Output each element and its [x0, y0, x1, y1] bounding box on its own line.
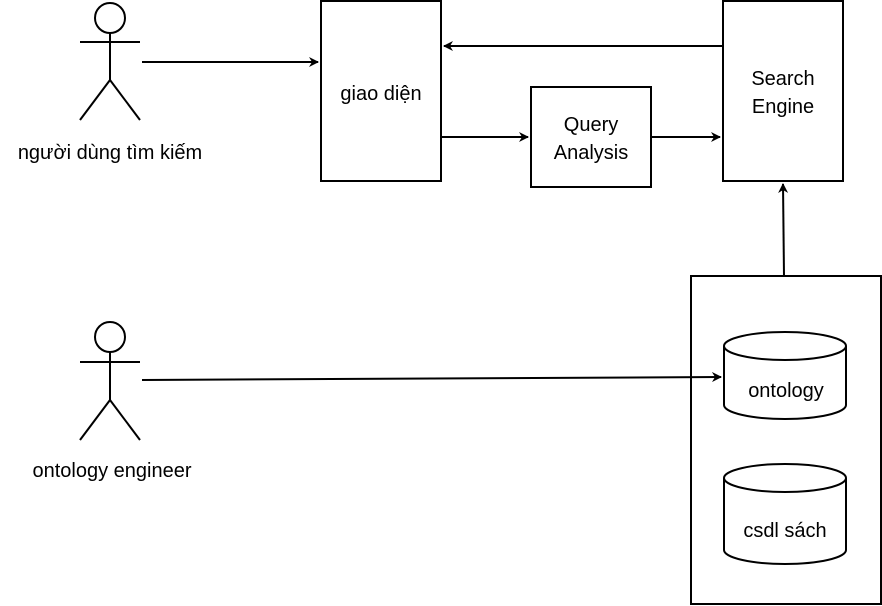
search-engine-box [722, 0, 844, 182]
searcher-actor [79, 2, 141, 121]
query-analysis-box [530, 86, 652, 188]
engineer-actor-right-leg [109, 399, 141, 441]
searcher-actor-head [94, 2, 126, 34]
ontology-database [723, 331, 847, 420]
books-database-label: csdl sách [743, 520, 826, 542]
engineer-actor-left-leg [79, 399, 111, 441]
arrow-engineer-to-ontology [141, 372, 722, 383]
ui-label: giao diện [340, 83, 421, 105]
arrow-data-store-to-search-engine [778, 183, 789, 277]
engineer-actor-label: ontology engineer [32, 460, 191, 482]
engineer-actor [79, 321, 141, 441]
searcher-actor-label: người dùng tìm kiếm [18, 142, 202, 164]
query-analysis-label-line1: Query [564, 114, 618, 136]
searcher-actor-right-leg [109, 79, 141, 121]
ontology-database-top [723, 331, 847, 361]
books-database [723, 463, 847, 565]
search-engine-label-line1: Search [751, 68, 814, 90]
books-database-top [723, 463, 847, 493]
ontology-database-body [723, 346, 847, 420]
ontology-database-label: ontology [748, 380, 824, 402]
engineer-actor-head [94, 321, 126, 353]
search-engine-label-line2: Engine [752, 96, 814, 118]
books-database-body [723, 478, 847, 565]
query-analysis-label-line2: Analysis [554, 142, 628, 164]
ui-box [320, 0, 442, 182]
searcher-actor-left-leg [79, 79, 111, 121]
